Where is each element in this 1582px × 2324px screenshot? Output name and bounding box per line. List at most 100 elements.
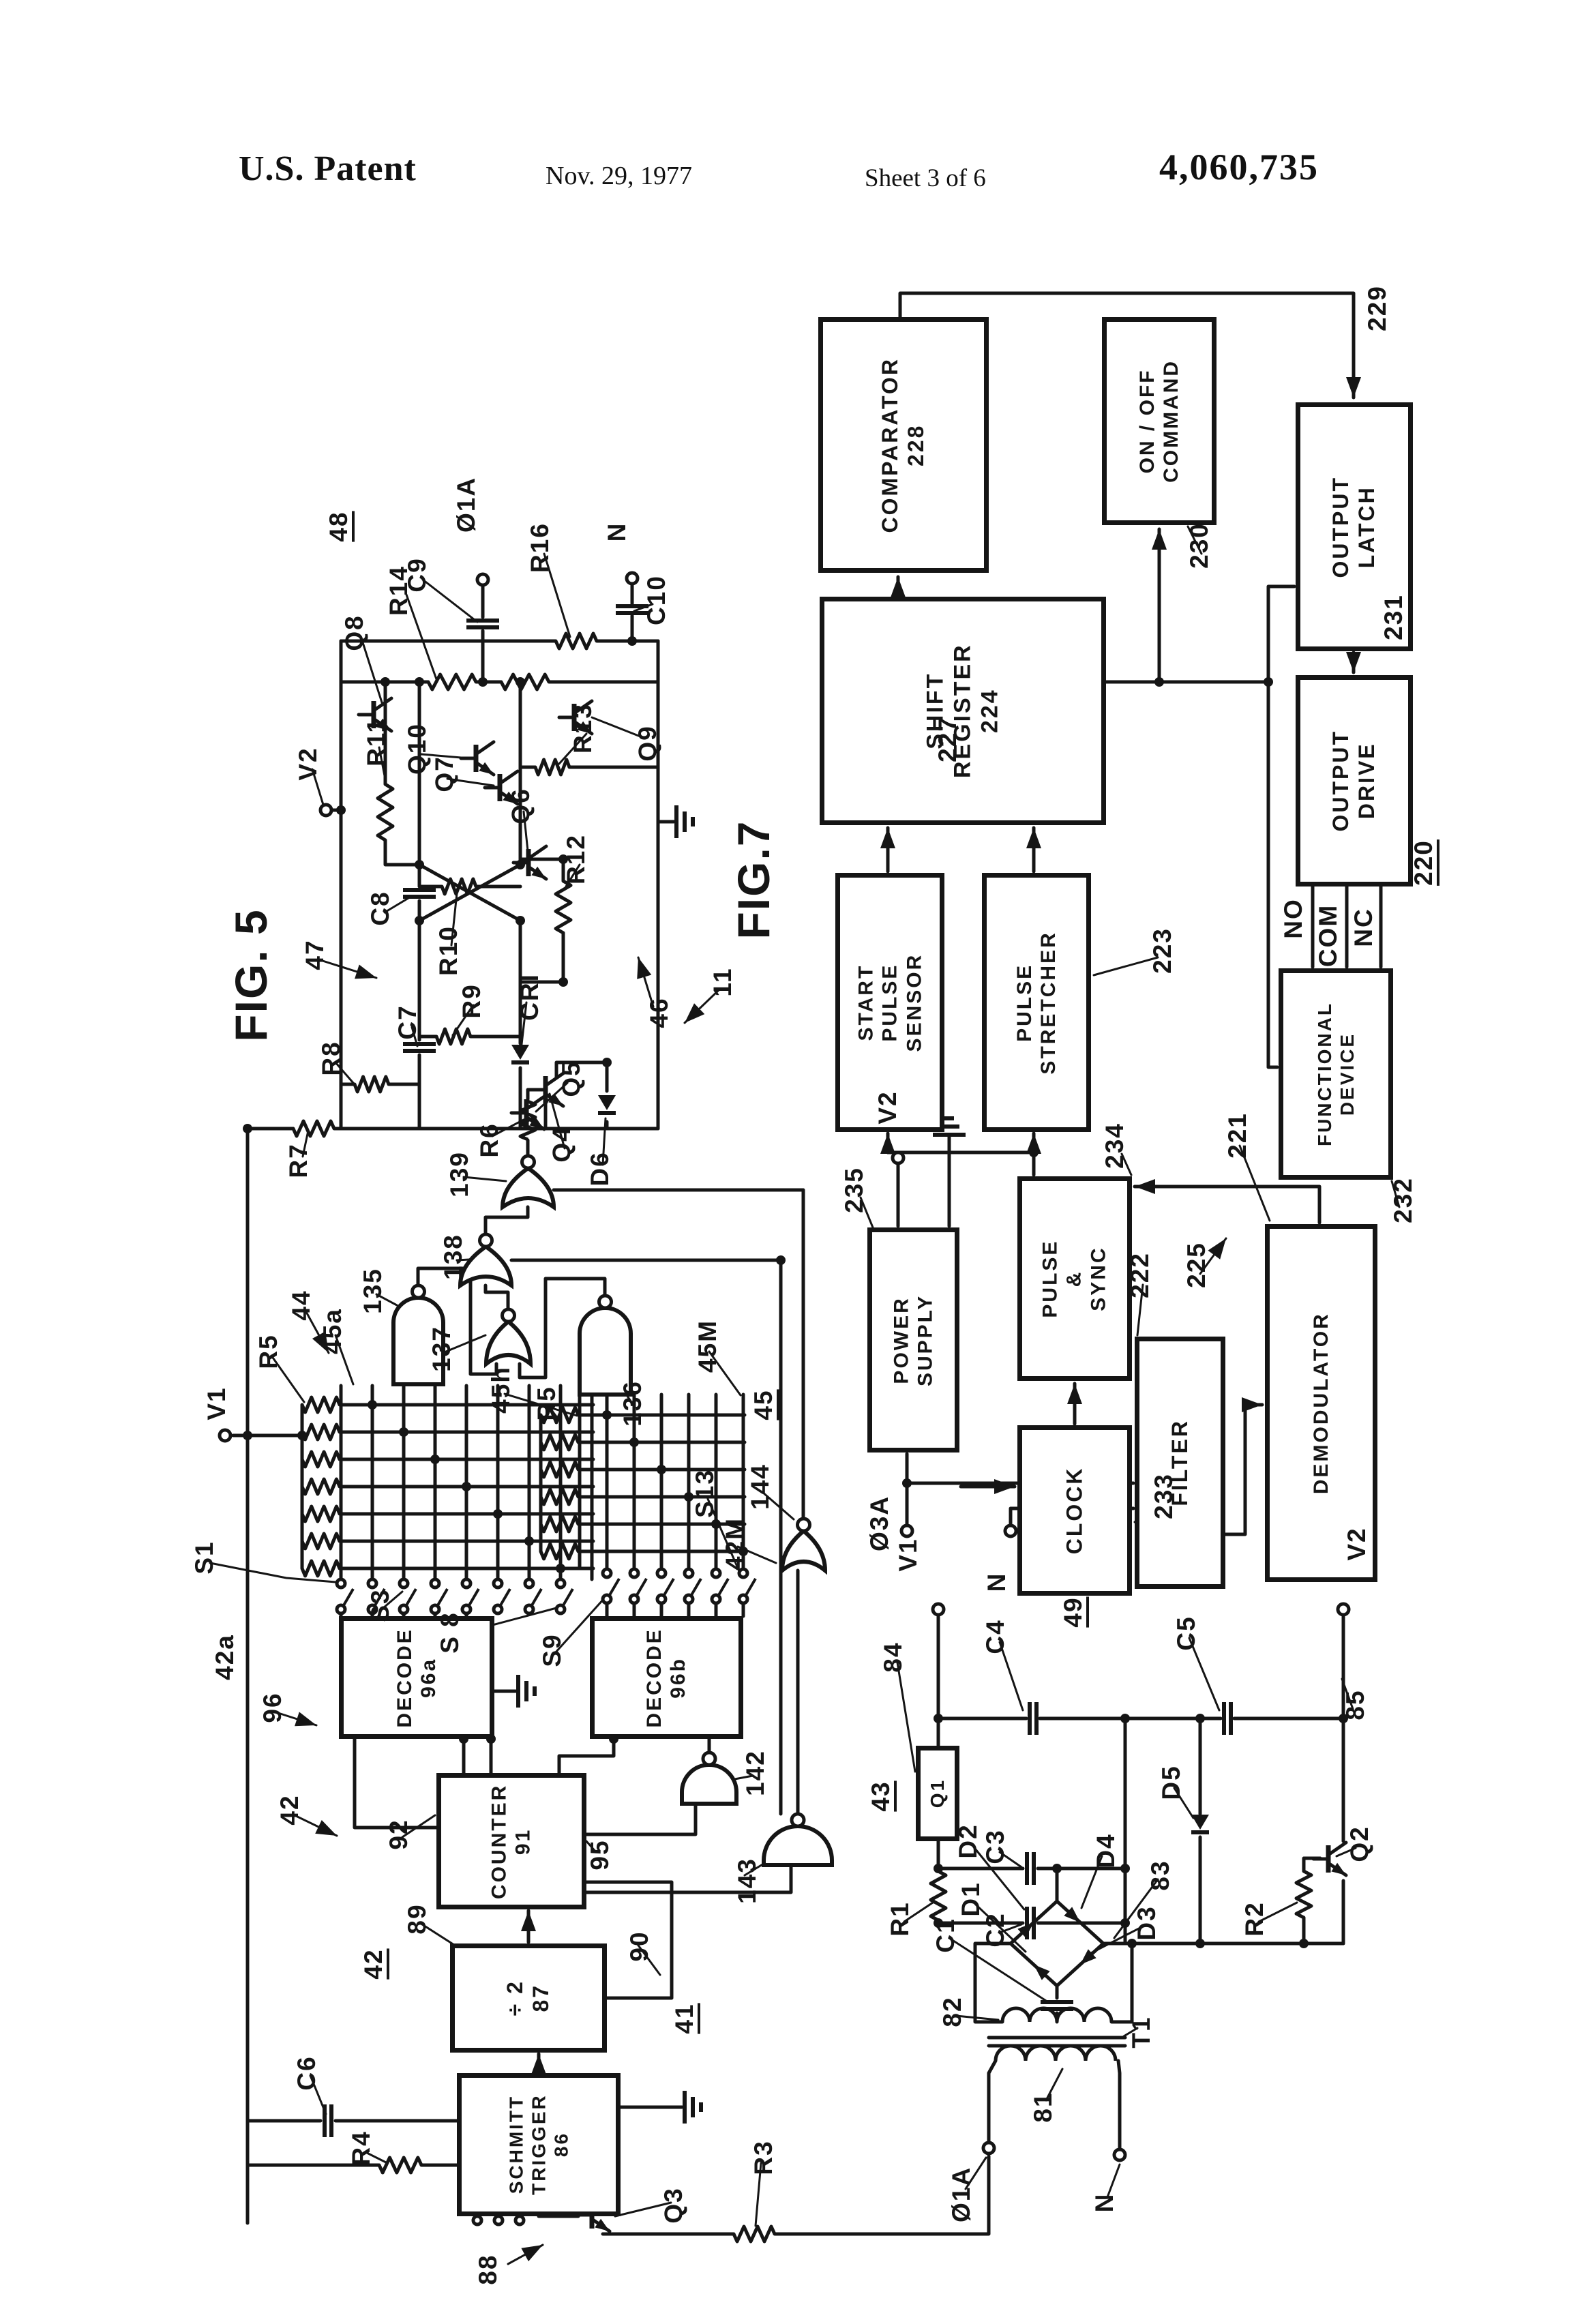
- term-v2: V2: [1343, 1527, 1371, 1561]
- ref-d2: D2: [954, 1823, 982, 1859]
- block-functional-device: FUNCTIONAL DEVICE: [1279, 968, 1393, 1180]
- ref-11: 11: [708, 967, 736, 997]
- patent-number: 4,060,735: [1159, 147, 1319, 188]
- ref-144: 144: [746, 1463, 774, 1510]
- ref-r13: R13: [569, 703, 597, 754]
- ref-231: 231: [1379, 594, 1407, 640]
- patent-title: U.S. Patent: [239, 149, 417, 188]
- ref-42-arrow: 42: [275, 1794, 303, 1826]
- ref-45m: 45M: [693, 1320, 721, 1373]
- ref-82: 82: [938, 1996, 966, 2027]
- block-output-drive-label: OUTPUT DRIVE: [1328, 730, 1379, 832]
- term-n: N: [603, 522, 631, 542]
- block-power-supply-label: POWER SUPPLY: [890, 1294, 937, 1386]
- ref-no: NO: [1279, 898, 1307, 939]
- ref-d4: D4: [1092, 1833, 1120, 1868]
- block-decode-96b: DECODE 96b: [590, 1616, 743, 1739]
- ref-46: 46: [645, 997, 673, 1028]
- block-output-latch: OUTPUT LATCH: [1296, 402, 1413, 651]
- ref-42m: 42M: [721, 1517, 749, 1570]
- ref-q4: Q4: [548, 1126, 576, 1163]
- ref-r5-left: R5: [254, 1334, 282, 1369]
- fig5-title: FIG. 5: [226, 908, 276, 1042]
- block-decode-96a-label: DECODE 96a: [393, 1627, 440, 1728]
- ref-220: 220: [1409, 839, 1437, 886]
- ref-45a: 45a: [318, 1308, 346, 1354]
- term-n: N: [983, 1572, 1011, 1592]
- ref-r1: R1: [886, 1901, 914, 1937]
- ref-96: 96: [258, 1692, 286, 1723]
- term-v1: V1: [894, 1538, 922, 1572]
- block-q1-block: Q1: [916, 1746, 959, 1841]
- block-pulse-stretcher: PULSE STRETCHER: [982, 873, 1091, 1132]
- ref-d3: D3: [1133, 1905, 1161, 1941]
- term-phi1a: Ø1A: [452, 476, 480, 533]
- block-demodulator: DEMODULATOR: [1265, 1224, 1377, 1582]
- ref-q9: Q9: [633, 725, 661, 762]
- ref-r6: R6: [475, 1122, 503, 1158]
- block-divide-by-2: ÷ 2 87: [450, 1943, 607, 2053]
- block-start-pulse-sensor-label: START PULSE SENSOR: [854, 953, 925, 1052]
- ref-41: 41: [670, 2003, 698, 2034]
- block-functional-device-label: FUNCTIONAL DEVICE: [1313, 1002, 1358, 1146]
- ref-45h: 45h: [487, 1366, 515, 1414]
- ref-r3: R3: [749, 2140, 777, 2175]
- block-comparator: COMPARATOR 228: [818, 317, 989, 573]
- block-counter-91-label: COUNTER 91: [488, 1783, 535, 1899]
- term-n: N: [1090, 2192, 1118, 2213]
- ref-s13: S13: [691, 1469, 719, 1518]
- ref-139: 139: [445, 1151, 473, 1197]
- ref-c9: C9: [403, 557, 431, 593]
- ref-r12: R12: [562, 834, 590, 884]
- block-power-supply: POWER SUPPLY: [867, 1227, 959, 1452]
- ref-q3: Q3: [659, 2187, 687, 2224]
- ref-c7: C7: [393, 1004, 421, 1040]
- ref-r7: R7: [284, 1143, 312, 1178]
- block-schmitt-trigger-label: SCHMITT TRIGGER 86: [505, 2094, 572, 2196]
- term-phi3a: Ø3A: [865, 1495, 893, 1552]
- term-v2: V2: [874, 1090, 901, 1124]
- ref-d6: D6: [586, 1151, 614, 1187]
- ref-85: 85: [1341, 1689, 1369, 1720]
- ref-c3: C3: [981, 1829, 1009, 1864]
- ref-45: 45: [749, 1389, 777, 1420]
- ref-r8: R8: [317, 1041, 345, 1076]
- ref-92: 92: [385, 1819, 413, 1850]
- ref-47: 47: [301, 939, 329, 970]
- ref-227: 227: [934, 716, 961, 762]
- ref-q10: Q10: [403, 723, 431, 775]
- block-divide-by-2-label: ÷ 2 87: [503, 1980, 553, 2016]
- ref-229: 229: [1363, 285, 1391, 331]
- ref-r5-right: R5: [533, 1386, 561, 1421]
- ref-138: 138: [439, 1234, 467, 1280]
- ref-48: 48: [325, 511, 353, 542]
- block-counter-91: COUNTER 91: [436, 1773, 586, 1909]
- block-output-drive: OUTPUT DRIVE: [1296, 675, 1413, 887]
- ref-136: 136: [618, 1380, 646, 1427]
- ref-c6: C6: [293, 2055, 320, 2091]
- ref-c4: C4: [981, 1619, 1009, 1654]
- ref-223: 223: [1148, 927, 1176, 974]
- ref-d1: D1: [957, 1881, 985, 1917]
- block-on-off-command-label: ON / OFF COMMAND: [1135, 359, 1183, 483]
- ref-137: 137: [428, 1326, 456, 1372]
- ref-234: 234: [1101, 1122, 1129, 1169]
- ref-221: 221: [1223, 1112, 1251, 1159]
- ref-44: 44: [287, 1290, 315, 1321]
- sheet-number: Sheet 3 of 6: [865, 164, 986, 192]
- block-on-off-command: ON / OFF COMMAND: [1102, 317, 1217, 525]
- block-shift-register: SHIFT REGISTER 224: [820, 597, 1106, 825]
- ref-c5: C5: [1172, 1615, 1200, 1651]
- ref-r11: R11: [362, 717, 390, 766]
- ref-d5: D5: [1157, 1765, 1185, 1800]
- ref-49: 49: [1059, 1596, 1087, 1628]
- block-start-pulse-sensor: START PULSE SENSOR: [835, 873, 944, 1132]
- ref-cr1: CRI: [516, 973, 543, 1021]
- block-pulse-stretcher-label: PULSE STRETCHER: [1013, 930, 1060, 1075]
- ref-c8: C8: [366, 891, 394, 926]
- ref-q6: Q6: [507, 788, 535, 824]
- ref-s3: S3: [366, 1588, 394, 1622]
- ref-83: 83: [1146, 1860, 1174, 1891]
- block-output-latch-label: OUTPUT LATCH: [1328, 475, 1379, 578]
